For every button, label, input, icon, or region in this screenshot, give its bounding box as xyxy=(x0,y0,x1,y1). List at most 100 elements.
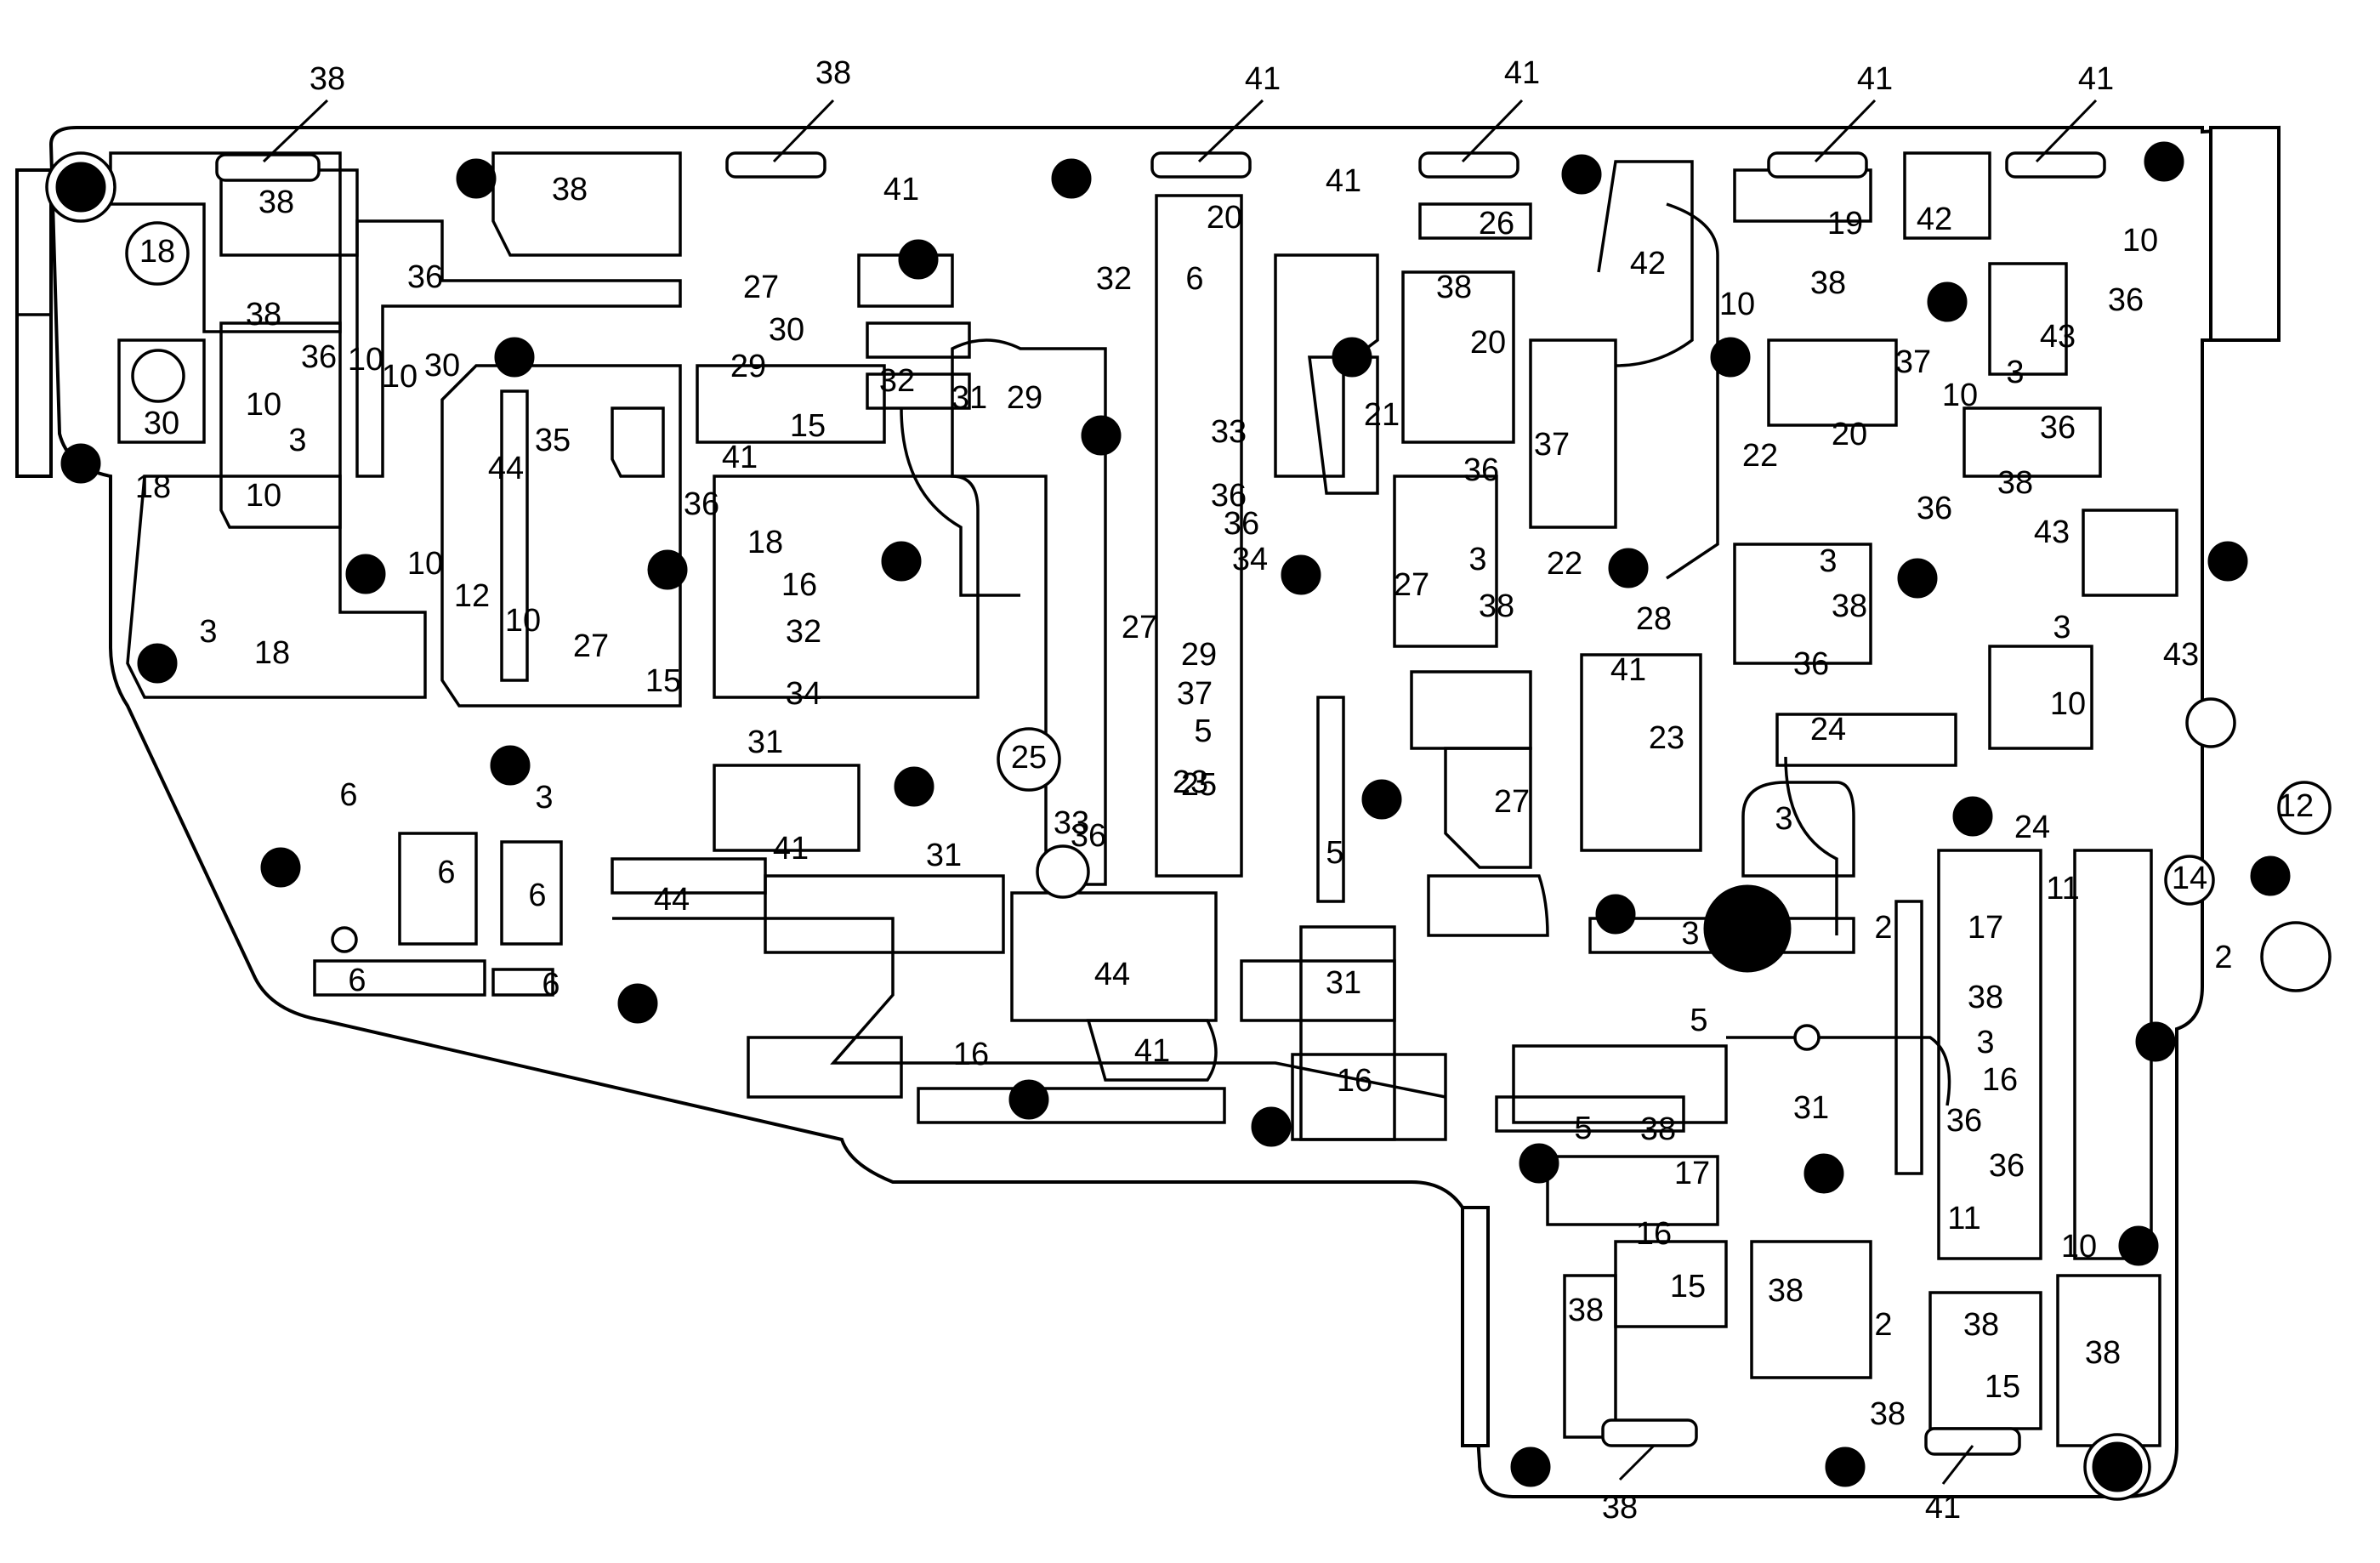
passage-label: 38 xyxy=(1768,1273,1803,1309)
passage-label: 3 xyxy=(2006,355,2024,390)
passage-label: 36 xyxy=(2108,282,2144,318)
passage-label: 10 xyxy=(2061,1229,2097,1265)
callout-label: 41 xyxy=(1857,61,1893,97)
passage-label: 43 xyxy=(2163,637,2199,673)
passage-label: 38 xyxy=(1870,1396,1906,1432)
passage-label: 18 xyxy=(135,469,171,505)
callout-label: 38 xyxy=(310,61,345,97)
passage-label: 36 xyxy=(1917,491,1952,526)
passage-label: 31 xyxy=(1793,1090,1829,1126)
passage-label: 2 xyxy=(1874,1307,1892,1343)
passage-label: 36 xyxy=(301,339,337,375)
passage-label: 24 xyxy=(1810,712,1846,747)
passage-label: 18 xyxy=(254,635,290,671)
passage-label: 36 xyxy=(1071,818,1106,854)
passage-label: 33 xyxy=(1054,805,1089,841)
passage-label: 25 xyxy=(1011,740,1047,776)
passage-label: 33 xyxy=(1211,414,1247,450)
passage-label: 16 xyxy=(1636,1216,1672,1252)
passage-label: 35 xyxy=(535,423,571,458)
passage-label: 20 xyxy=(1832,417,1867,452)
passage-label: 23 xyxy=(1649,720,1684,756)
passage-label: 37 xyxy=(1177,676,1213,712)
passage-label: 3 xyxy=(1775,801,1792,837)
passage-label: 12 xyxy=(2278,788,2314,824)
callout-label: 41 xyxy=(1245,61,1281,97)
passage-label: 38 xyxy=(1568,1293,1604,1328)
bottom-flange xyxy=(1461,1206,1490,1447)
passage-label: 38 xyxy=(1968,980,2003,1015)
passage-label: 36 xyxy=(2040,410,2076,446)
passage-label: 17 xyxy=(1674,1156,1710,1191)
passage-label: 3 xyxy=(1976,1025,1994,1060)
passage-label: 30 xyxy=(769,312,804,348)
passage-label: 36 xyxy=(1989,1148,2025,1184)
right-flange xyxy=(2209,126,2281,342)
passage-label: 20 xyxy=(1207,200,1242,236)
passage-label: 10 xyxy=(246,478,281,514)
passage-label: 29 xyxy=(730,349,766,384)
passage-label: 16 xyxy=(1337,1063,1372,1099)
passage-label: 28 xyxy=(1636,601,1672,637)
passage-label: 3 xyxy=(1819,543,1837,579)
left-flange xyxy=(15,168,53,478)
passage-label: 3 xyxy=(199,614,217,650)
passage-label: 10 xyxy=(505,603,541,639)
passage-label: 3 xyxy=(288,423,306,458)
passage-label: 5 xyxy=(1194,713,1212,749)
passage-label: 27 xyxy=(573,628,609,664)
passage-label: 41 xyxy=(773,831,809,867)
passage-label: 22 xyxy=(1547,546,1582,582)
passage-label: 34 xyxy=(786,676,821,712)
passage-label: 37 xyxy=(1895,344,1931,380)
passage-label: 3 xyxy=(2053,610,2070,645)
passage-label: 6 xyxy=(437,855,455,890)
passage-label: 10 xyxy=(407,546,443,582)
port-slots xyxy=(215,151,2106,1456)
passage-label: 3 xyxy=(1681,916,1699,952)
passage-label: 12 xyxy=(454,578,490,614)
passage-label: 43 xyxy=(2040,319,2076,355)
passage-label: 10 xyxy=(382,359,417,395)
passage-label: 38 xyxy=(2085,1335,2121,1371)
passage-label: 2 xyxy=(2214,940,2232,975)
passage-label: 24 xyxy=(2014,810,2050,845)
passage-label: 31 xyxy=(951,380,987,416)
valve-body-outline xyxy=(48,125,2281,1498)
passage-label: 41 xyxy=(1326,163,1361,199)
passage-label: 11 xyxy=(1947,1201,1980,1236)
passage-label: 16 xyxy=(781,567,817,603)
bores xyxy=(131,349,2332,1051)
passage-label: 2 xyxy=(1874,910,1892,946)
passage-label: 32 xyxy=(1096,261,1132,297)
passage-label: 44 xyxy=(654,882,690,918)
passage-label: 34 xyxy=(1232,542,1268,577)
passage-label: 38 xyxy=(1832,588,1867,624)
passage-label: 18 xyxy=(139,234,175,270)
passage-label: 6 xyxy=(348,963,366,998)
passage-label: 43 xyxy=(2034,514,2070,550)
passage-label: 36 xyxy=(684,486,719,522)
passage-label: 10 xyxy=(246,387,281,423)
passage-label: 37 xyxy=(1534,427,1570,463)
passage-label: 26 xyxy=(1479,206,1514,242)
passage-label: 11 xyxy=(2046,871,2079,907)
passage-label: 31 xyxy=(747,725,783,760)
passage-label: 10 xyxy=(1942,378,1978,413)
passage-label: 19 xyxy=(1827,206,1863,242)
passage-label: 5 xyxy=(1326,835,1343,871)
passage-label: 44 xyxy=(488,451,524,486)
callout-leaders xyxy=(262,99,2098,1485)
passage-label: 27 xyxy=(1494,784,1530,820)
passage-label: 6 xyxy=(542,967,559,1003)
passage-label: 44 xyxy=(1094,957,1130,992)
passage-label: 15 xyxy=(790,408,826,444)
passage-label: 38 xyxy=(1640,1111,1676,1147)
passage-label: 6 xyxy=(339,777,357,813)
passage-label: 41 xyxy=(1134,1033,1170,1069)
passage-label: 22 xyxy=(1742,438,1778,474)
passage-label: 3 xyxy=(1468,542,1486,577)
callout-label: 41 xyxy=(2078,61,2114,97)
